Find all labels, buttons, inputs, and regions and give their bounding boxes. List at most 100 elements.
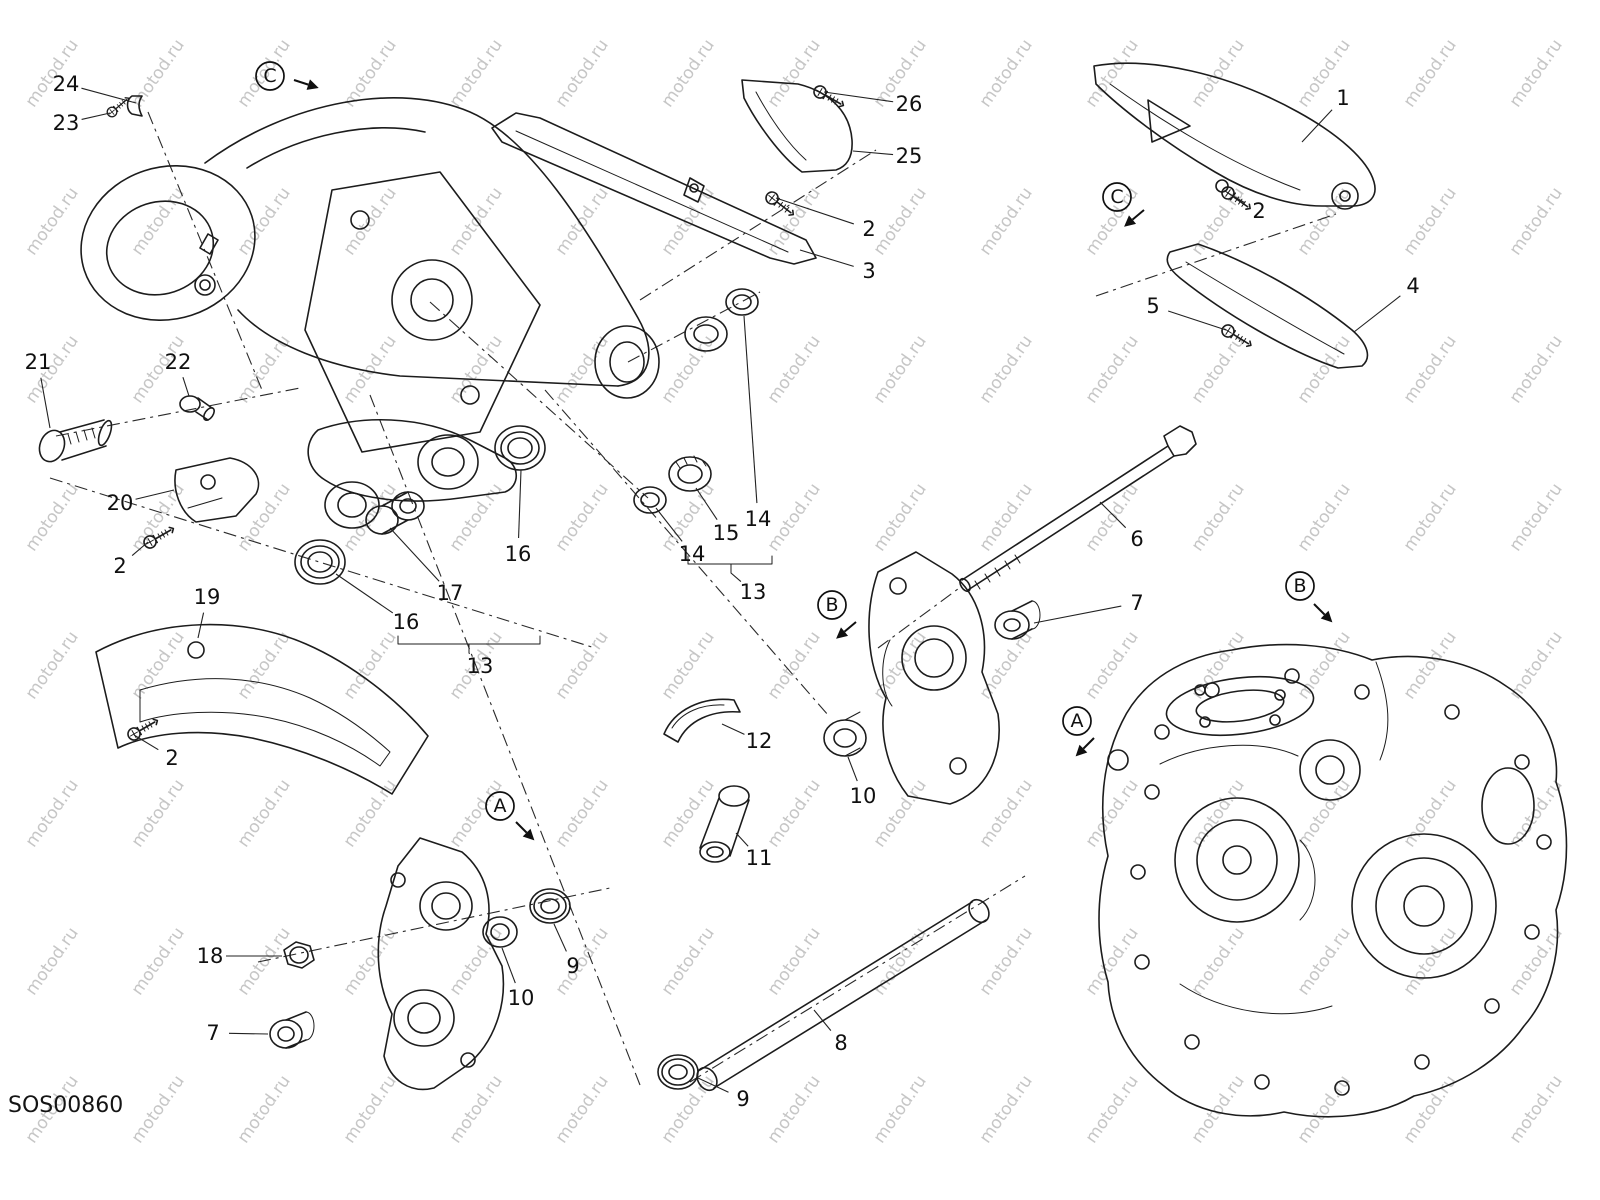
chain-adjuster-fork bbox=[95, 623, 429, 795]
callout-leader bbox=[389, 527, 440, 582]
view-arrow bbox=[1313, 603, 1326, 616]
section-marker-C bbox=[255, 61, 285, 91]
clip-and-screw bbox=[104, 93, 143, 120]
view-arrow bbox=[1082, 737, 1095, 750]
callout-leader bbox=[182, 377, 190, 397]
callout-24: 24 bbox=[53, 72, 80, 96]
swingarm bbox=[80, 97, 660, 529]
callout-18: 18 bbox=[197, 944, 224, 968]
callout-2: 2 bbox=[165, 746, 178, 770]
bearing-set-center bbox=[633, 288, 759, 514]
view-arrow bbox=[293, 79, 309, 86]
engine-crankcase bbox=[1098, 643, 1568, 1118]
section-marker-label-A: A bbox=[1071, 710, 1084, 732]
view-arrow-head bbox=[1075, 744, 1088, 757]
axle-nut bbox=[283, 941, 315, 969]
callout-12: 12 bbox=[746, 729, 773, 753]
section-marker-A bbox=[1062, 706, 1092, 736]
callout-leader bbox=[1099, 501, 1127, 529]
callout-leader bbox=[735, 832, 749, 847]
callout-9: 9 bbox=[566, 954, 579, 978]
callout-leader bbox=[1168, 310, 1227, 331]
section-marker-label-B: B bbox=[825, 594, 838, 616]
callout-26: 26 bbox=[896, 92, 923, 116]
brake-plate-right bbox=[868, 551, 1000, 805]
callout-leader bbox=[775, 197, 854, 225]
bushing-left bbox=[482, 916, 518, 948]
callout-leader bbox=[40, 377, 51, 429]
group-bracket-1 bbox=[397, 635, 541, 654]
callout-leader bbox=[81, 112, 111, 120]
callout-leader bbox=[1227, 192, 1246, 204]
callout-leader bbox=[799, 249, 854, 267]
view-arrow bbox=[843, 621, 857, 633]
rear-axle-tube bbox=[696, 898, 990, 1092]
callout-leader bbox=[1353, 295, 1401, 333]
callout-9: 9 bbox=[736, 1087, 749, 1111]
callout-leader bbox=[197, 612, 205, 639]
section-marker-A bbox=[485, 791, 515, 821]
callout-leader bbox=[1301, 109, 1333, 143]
callout-leader bbox=[131, 541, 149, 557]
swingarm-pivot-screw bbox=[38, 419, 113, 463]
callout-14: 14 bbox=[679, 542, 706, 566]
callout-3: 3 bbox=[862, 259, 875, 283]
section-marker-B bbox=[1285, 571, 1315, 601]
chain-slider-lower bbox=[1166, 243, 1369, 369]
chain-guard bbox=[1093, 62, 1376, 215]
callout-22: 22 bbox=[165, 350, 192, 374]
section-marker-B bbox=[817, 590, 847, 620]
callout-leader bbox=[501, 947, 516, 984]
callout-23: 23 bbox=[53, 111, 80, 135]
callout-leader bbox=[852, 150, 894, 156]
spacer-sleeve bbox=[699, 785, 750, 863]
callout-2: 2 bbox=[113, 554, 126, 578]
chain-guide-pad bbox=[663, 698, 741, 743]
callout-leader bbox=[135, 489, 175, 500]
callout-leader bbox=[553, 923, 567, 952]
section-marker-label-C: C bbox=[263, 65, 276, 87]
callout-leader bbox=[823, 91, 894, 103]
callout-6: 6 bbox=[1130, 527, 1143, 551]
callout-leader bbox=[133, 734, 159, 751]
callout-1: 1 bbox=[1336, 86, 1349, 110]
callout-leader bbox=[743, 315, 758, 504]
rear-axle bbox=[959, 425, 1197, 593]
callout-leader bbox=[697, 1077, 729, 1093]
view-arrow-head bbox=[306, 79, 319, 90]
callout-4: 4 bbox=[1406, 274, 1419, 298]
callout-19: 19 bbox=[194, 585, 221, 609]
seal-upper bbox=[529, 888, 571, 924]
callout-10: 10 bbox=[850, 784, 877, 808]
callout-7: 7 bbox=[1130, 591, 1143, 615]
callout-16: 16 bbox=[505, 542, 532, 566]
callout-leader bbox=[335, 573, 394, 614]
callout-8: 8 bbox=[834, 1031, 847, 1055]
callout-10: 10 bbox=[508, 986, 535, 1010]
callout-leader bbox=[730, 572, 742, 582]
callout-25: 25 bbox=[896, 144, 923, 168]
diagram-code: SOS00860 bbox=[8, 1093, 123, 1118]
callout-leader bbox=[695, 487, 718, 520]
section-marker-label-A: A bbox=[494, 795, 507, 817]
callout-leader bbox=[655, 507, 683, 542]
section-marker-label-C: C bbox=[1110, 186, 1123, 208]
callout-leader bbox=[518, 469, 522, 539]
view-arrow-head bbox=[1124, 215, 1137, 227]
callout-leader bbox=[813, 1009, 832, 1031]
seal-lower bbox=[657, 1054, 699, 1090]
callout-14: 14 bbox=[745, 507, 772, 531]
callout-leader bbox=[468, 652, 471, 655]
callout-leader bbox=[721, 723, 745, 735]
callout-leader bbox=[1033, 605, 1122, 624]
pivot-bushing-right bbox=[994, 600, 1041, 640]
pivot-bushing-left bbox=[269, 1011, 315, 1049]
callout-leader bbox=[228, 1032, 269, 1035]
callout-leader bbox=[81, 87, 137, 104]
view-arrow-head bbox=[836, 627, 849, 639]
callout-21: 21 bbox=[25, 350, 52, 374]
view-arrow bbox=[1131, 209, 1145, 221]
